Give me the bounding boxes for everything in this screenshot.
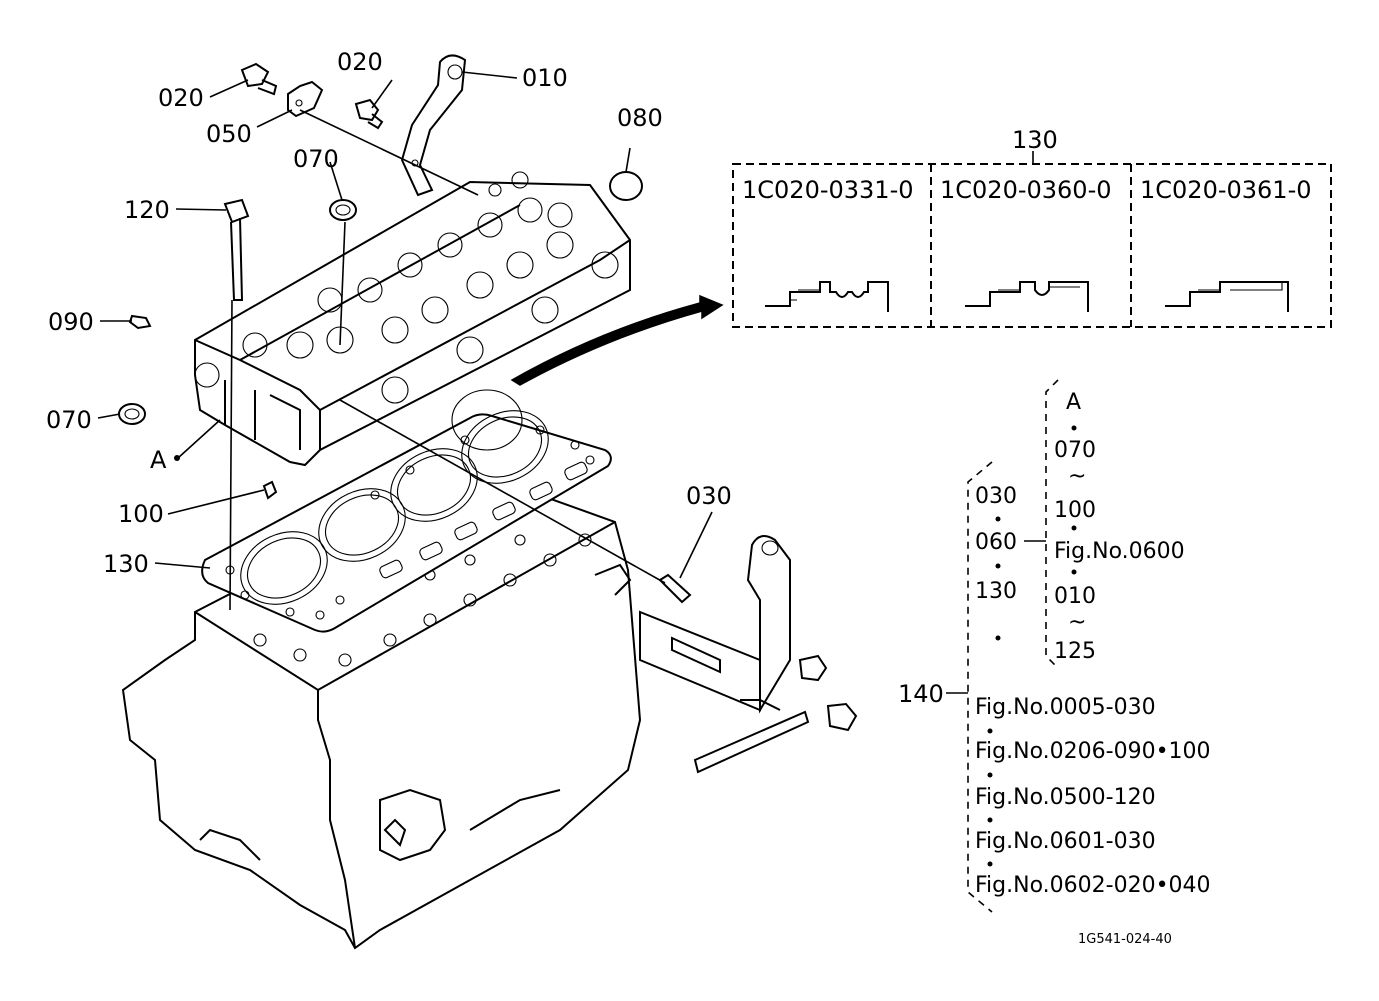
cylinder-head — [194, 171, 631, 467]
legend-right-item-2: 070 — [1054, 438, 1096, 463]
callout-010: 010 — [522, 64, 568, 92]
callout-030: 030 — [686, 482, 732, 510]
legend-right-item-1: A — [1066, 390, 1081, 415]
leader-lines — [97, 71, 713, 611]
plug-100 — [262, 480, 278, 500]
callout-a: A — [150, 446, 167, 474]
drawing-code: 1G541-024-40 — [1078, 932, 1172, 947]
seal-070-lower — [118, 403, 146, 425]
gasket-variants-box: 1C020-0331-0 1C020-0360-0 1C020-0361-0 — [732, 151, 1332, 328]
legend-reference-2: Fig.No.0206-090•100 — [975, 739, 1211, 764]
callout-020-right: 020 — [337, 48, 383, 76]
legend-right-item-4: 100 — [1054, 498, 1096, 523]
legend-right-item-3: ~ — [1068, 464, 1086, 489]
legend-right-item-7: ~ — [1068, 610, 1086, 635]
legend-right-item-6: 010 — [1054, 584, 1096, 609]
bolt-020-left — [240, 62, 278, 96]
legend-right-item-5: Fig.No.0600 — [1054, 539, 1185, 564]
head-gasket — [201, 389, 612, 633]
plug-090 — [128, 314, 152, 330]
callout-070-upper: 070 — [293, 145, 339, 173]
callout-090: 090 — [48, 308, 94, 336]
reference-legend: A 070 ~ 100 Fig.No.0600 010 ~ 125 030 06… — [946, 379, 1211, 913]
stud-030 — [658, 573, 692, 604]
detail-arrow — [510, 294, 724, 386]
callout-120: 120 — [124, 196, 170, 224]
seal-070-upper — [329, 199, 357, 221]
legend-left-item-3: 130 — [975, 579, 1017, 604]
plug-080 — [609, 171, 643, 201]
side-bracket — [639, 535, 858, 774]
callout-070-lower: 070 — [46, 406, 92, 434]
legend-reference-1: Fig.No.0005-030 — [975, 695, 1156, 720]
legend-left-item-1: 030 — [975, 484, 1017, 509]
legend-reference-4: Fig.No.0601-030 — [975, 829, 1156, 854]
legend-right-item-8: 125 — [1054, 639, 1096, 664]
bolt-020-right — [354, 98, 384, 130]
callout-130-detail: 130 — [1012, 126, 1058, 154]
callout-labels: 010 020 020 030 050 070 070 080 090 100 … — [46, 48, 1058, 708]
callout-050: 050 — [206, 120, 252, 148]
callout-100: 100 — [118, 500, 164, 528]
legend-reference-5: Fig.No.0602-020•040 — [975, 873, 1211, 898]
callout-130-main: 130 — [103, 550, 149, 578]
variant-code-2: 1C020-0360-0 — [940, 176, 1112, 204]
legend-reference-3: Fig.No.0500-120 — [975, 785, 1156, 810]
legend-left-item-2: 060 — [975, 530, 1017, 555]
callout-080: 080 — [617, 104, 663, 132]
clamp-050 — [287, 80, 324, 118]
callout-140: 140 — [898, 680, 944, 708]
variant-code-1: 1C020-0331-0 — [742, 176, 914, 204]
callout-a-dot — [174, 455, 180, 461]
callout-020-left: 020 — [158, 84, 204, 112]
bolt-120 — [223, 198, 250, 301]
variant-code-3: 1C020-0361-0 — [1140, 176, 1312, 204]
